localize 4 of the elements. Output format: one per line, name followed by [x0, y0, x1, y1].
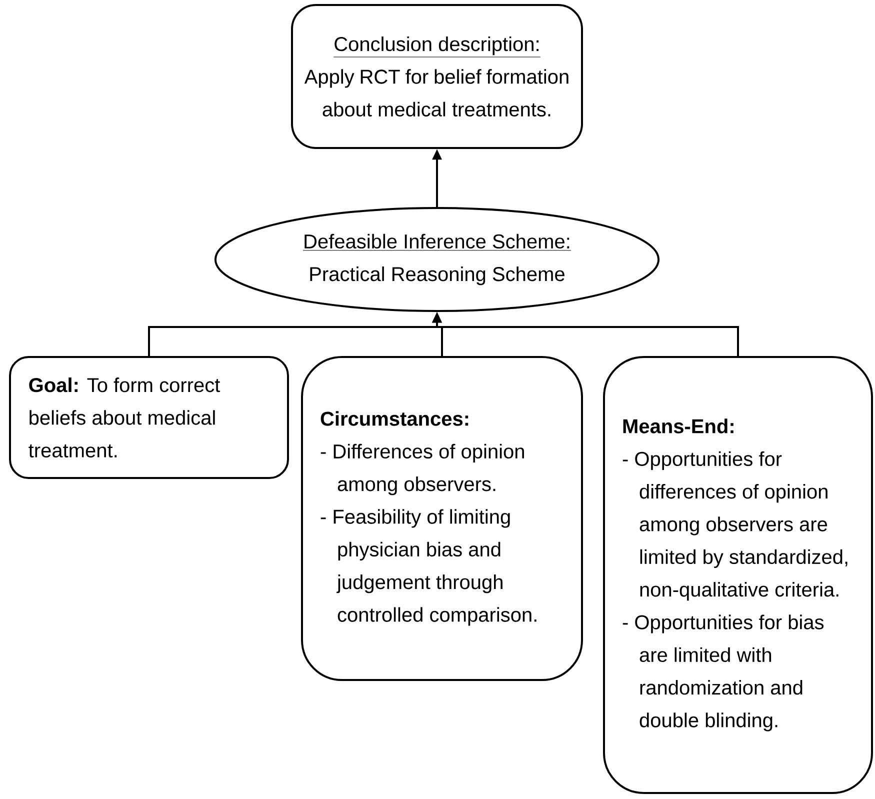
premise-box: Goal: To form correct beliefs about medical treatment. [9, 356, 289, 479]
conclusion-box: Conclusion description: Apply RCT for belief formation about medical treatments. [291, 4, 583, 149]
premise-box: Circumstances: - Differences of opinion among observers. - Feasibility of limiting physician bias and judgement through controlled comparison. [301, 356, 583, 681]
premise-box: Means-End: - Opportunities for differences of opinion among observers are limited by standardized, non-qualitative criteria. - Opportunities for bias are limited with randomization and double blinding. [603, 356, 873, 794]
